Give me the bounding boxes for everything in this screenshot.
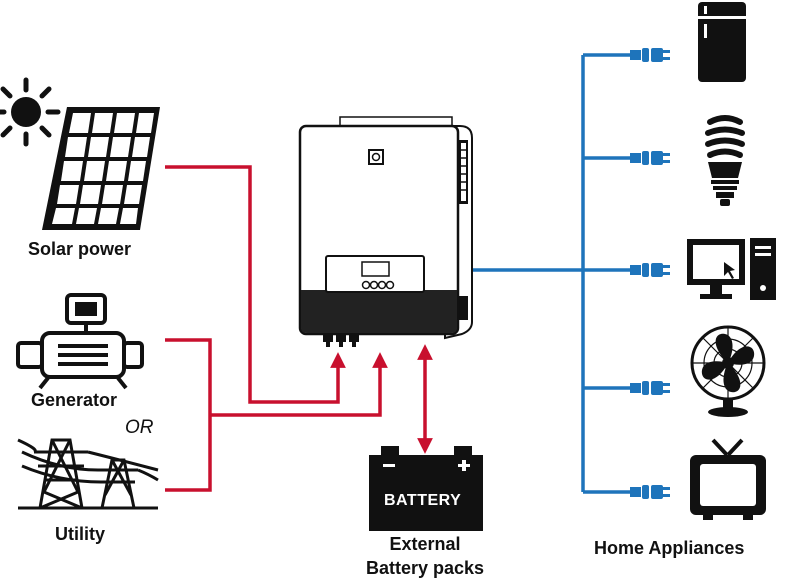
cfl-bulb-icon bbox=[705, 115, 745, 206]
plug-icon bbox=[630, 485, 670, 499]
or-label: OR bbox=[125, 417, 154, 438]
fan-icon bbox=[690, 325, 766, 417]
plugs bbox=[630, 48, 670, 499]
sun-icon bbox=[0, 77, 61, 147]
generator-icon bbox=[16, 293, 144, 390]
battery-icon bbox=[369, 446, 483, 531]
dc-wires bbox=[165, 165, 433, 492]
plug-icon bbox=[630, 263, 670, 277]
tv-icon bbox=[690, 438, 766, 520]
utility-label: Utility bbox=[55, 524, 106, 544]
battery-text: BATTERY bbox=[384, 492, 462, 509]
generator-wire bbox=[165, 338, 212, 492]
battery-label-line1: External bbox=[389, 534, 461, 554]
plug-icon bbox=[630, 151, 670, 165]
refrigerator-icon bbox=[698, 2, 746, 82]
battery-label-line2: Battery packs bbox=[365, 558, 485, 578]
solar-panel-icon bbox=[42, 107, 160, 230]
plug-icon bbox=[630, 381, 670, 395]
plug-icon bbox=[630, 48, 670, 62]
ac-wires bbox=[470, 53, 630, 494]
generator-label: Generator bbox=[31, 390, 118, 410]
grid-wire bbox=[210, 352, 388, 417]
solar-wire bbox=[165, 165, 346, 404]
inverter-icon bbox=[298, 116, 473, 347]
computer-icon bbox=[687, 238, 776, 300]
appliances-label: Home Appliances bbox=[594, 538, 745, 558]
transmission-tower-icon bbox=[17, 438, 159, 510]
solar-label: Solar power bbox=[28, 239, 132, 259]
